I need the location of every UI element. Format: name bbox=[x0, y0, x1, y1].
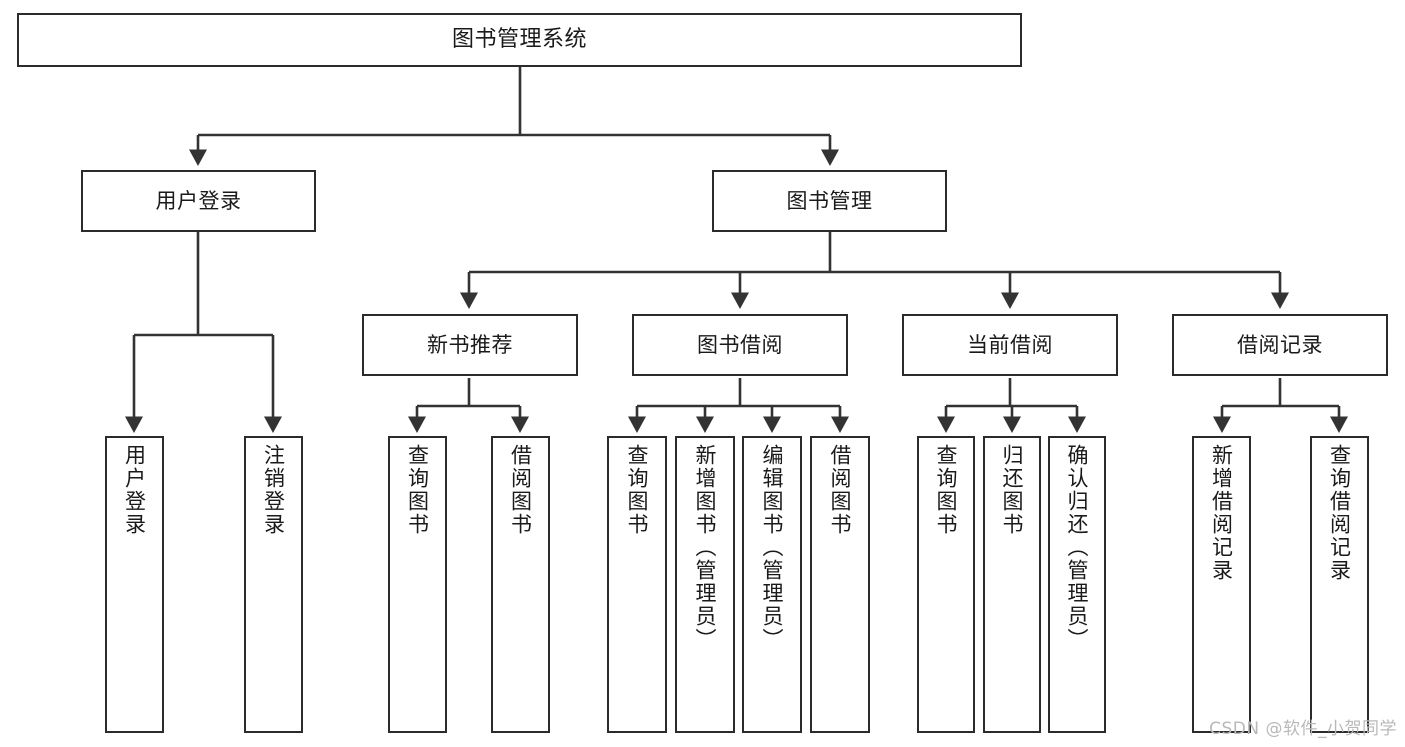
leaf-new-book-borrow-label: 借阅图书 bbox=[508, 444, 533, 536]
leaf-current-borrow-return[interactable]: 归还图书 bbox=[983, 436, 1041, 733]
leaf-book-borrow-query[interactable]: 查询图书 bbox=[607, 436, 667, 733]
node-current-borrow[interactable]: 当前借阅 bbox=[902, 314, 1118, 376]
leaf-book-borrow-add-label: 新增图书（管理员） bbox=[693, 444, 718, 651]
leaf-new-book-query-label: 查询图书 bbox=[405, 444, 430, 536]
leaf-user-login-logout-label: 注销登录 bbox=[261, 444, 286, 536]
leaf-current-borrow-return-label: 归还图书 bbox=[1000, 444, 1025, 536]
leaf-book-borrow-query-label: 查询图书 bbox=[625, 444, 650, 536]
node-book-management-label: 图书管理 bbox=[786, 188, 873, 213]
leaf-book-borrow-add[interactable]: 新增图书（管理员） bbox=[675, 436, 735, 733]
leaf-current-borrow-query-label: 查询图书 bbox=[934, 444, 959, 536]
leaf-book-borrow-edit[interactable]: 编辑图书（管理员） bbox=[742, 436, 802, 733]
node-new-book-recommend-label: 新书推荐 bbox=[427, 332, 513, 357]
node-user-login-label: 用户登录 bbox=[155, 188, 242, 213]
leaf-borrow-records-query-label: 查询借阅记录 bbox=[1327, 444, 1352, 582]
node-borrow-records[interactable]: 借阅记录 bbox=[1172, 314, 1388, 376]
node-borrow-records-label: 借阅记录 bbox=[1237, 332, 1323, 357]
leaf-new-book-query[interactable]: 查询图书 bbox=[388, 436, 447, 733]
leaf-user-login-login-label: 用户登录 bbox=[122, 444, 147, 536]
node-book-borrow[interactable]: 图书借阅 bbox=[632, 314, 848, 376]
node-book-management[interactable]: 图书管理 bbox=[712, 170, 947, 232]
leaf-current-borrow-confirm-return-label: 确认归还（管理员） bbox=[1065, 444, 1090, 651]
node-root-system-label: 图书管理系统 bbox=[451, 27, 587, 53]
node-current-borrow-label: 当前借阅 bbox=[967, 332, 1053, 357]
leaf-new-book-borrow[interactable]: 借阅图书 bbox=[491, 436, 550, 733]
leaf-user-login-logout[interactable]: 注销登录 bbox=[244, 436, 303, 733]
leaf-book-borrow-edit-label: 编辑图书（管理员） bbox=[760, 444, 785, 651]
leaf-user-login-login[interactable]: 用户登录 bbox=[105, 436, 164, 733]
leaf-book-borrow-borrow[interactable]: 借阅图书 bbox=[810, 436, 870, 733]
node-root-system[interactable]: 图书管理系统 bbox=[17, 13, 1022, 67]
leaf-borrow-records-query[interactable]: 查询借阅记录 bbox=[1310, 436, 1369, 733]
leaf-current-borrow-confirm-return[interactable]: 确认归还（管理员） bbox=[1048, 436, 1106, 733]
leaf-borrow-records-add-label: 新增借阅记录 bbox=[1209, 444, 1234, 582]
node-new-book-recommend[interactable]: 新书推荐 bbox=[362, 314, 578, 376]
leaf-borrow-records-add[interactable]: 新增借阅记录 bbox=[1192, 436, 1251, 733]
node-user-login[interactable]: 用户登录 bbox=[81, 170, 316, 232]
watermark-text: CSDN @软件_小贺同学 bbox=[1209, 719, 1397, 739]
leaf-book-borrow-borrow-label: 借阅图书 bbox=[828, 444, 853, 536]
leaf-current-borrow-query[interactable]: 查询图书 bbox=[917, 436, 975, 733]
node-book-borrow-label: 图书借阅 bbox=[697, 332, 783, 357]
